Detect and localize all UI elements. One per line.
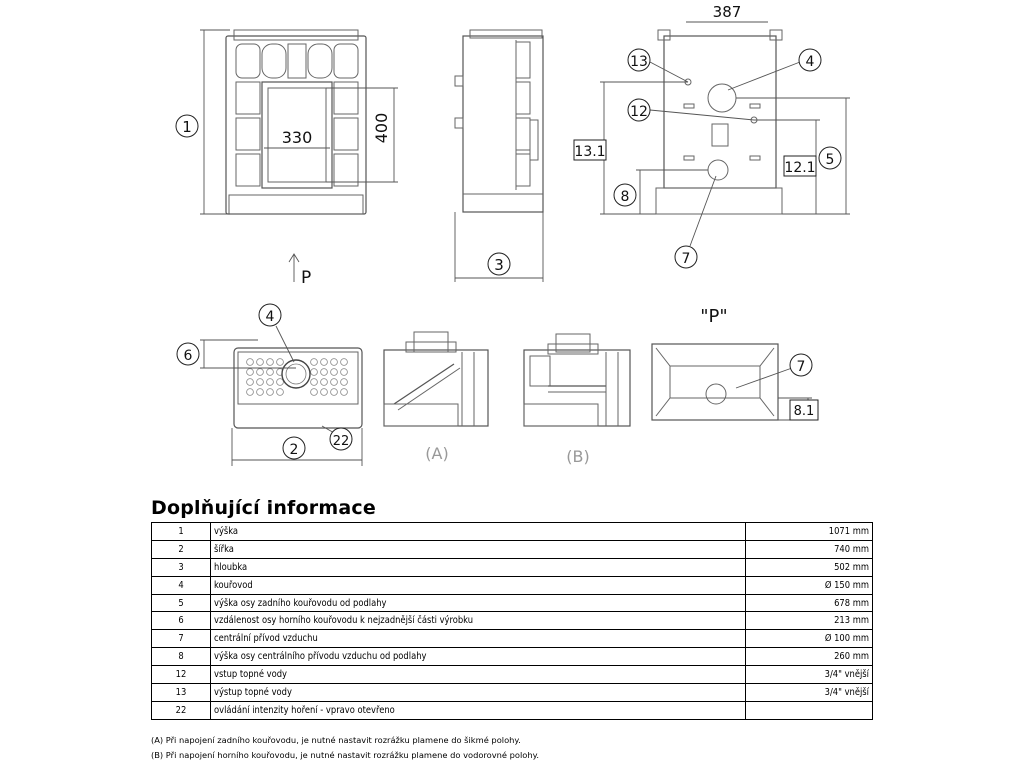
row-description: šířka <box>210 539 746 559</box>
label-section-a: (A) <box>425 444 448 463</box>
label-12-1: 12.1 <box>784 160 815 176</box>
label-13: 13 <box>630 54 648 70</box>
row-value: 740 mm <box>745 539 873 559</box>
label-12: 12 <box>630 104 648 120</box>
label-view-p: "P" <box>700 306 727 327</box>
row-number: 13 <box>151 683 211 702</box>
note-a: (A) Při napojení zadního kouřovodu, je n… <box>151 735 521 745</box>
row-description: kouřovod <box>210 575 746 595</box>
section-b: (B) <box>523 333 631 466</box>
label-1: 1 <box>182 118 192 136</box>
label-p-8-1: 8.1 <box>794 404 815 419</box>
row-value: 1071 mm <box>745 522 873 541</box>
row-description: výška osy centrálního přívodu vzduchu od… <box>210 647 746 667</box>
label-4: 4 <box>806 54 815 70</box>
row-number: 3 <box>151 557 211 577</box>
label-3: 3 <box>494 256 504 274</box>
row-description: výška <box>210 522 746 541</box>
label-22: 22 <box>333 434 350 449</box>
label-387: 387 <box>713 3 742 21</box>
row-number: 4 <box>151 575 211 595</box>
note-b: (B) Při napojení horního kouřovodu, je n… <box>151 749 539 760</box>
plan-view: 4 6 2 22 <box>176 303 363 466</box>
info-title: Doplňující informace <box>151 497 376 519</box>
row-description: centrální přívod vzduchu <box>210 629 746 649</box>
notes: (A) Při napojení zadního kouřovodu, je n… <box>151 733 539 763</box>
row-value: 260 mm <box>745 647 873 667</box>
label-p-7: 7 <box>797 359 806 375</box>
side-view: 3 <box>454 29 544 282</box>
label-5: 5 <box>826 152 835 168</box>
label-13-1: 13.1 <box>574 144 605 160</box>
view-p: "P" 7 8.1 <box>651 306 819 421</box>
row-number: 7 <box>151 629 211 649</box>
row-value: Ø 150 mm <box>745 575 873 595</box>
row-description: vstup topné vody <box>210 665 746 685</box>
row-value: 3/4" vnější <box>745 665 873 685</box>
rear-view: 387 13 4 12 13.1 8 12.1 5 7 <box>573 3 850 269</box>
label-330: 330 <box>282 128 313 147</box>
label-section-b: (B) <box>566 447 589 466</box>
row-number: 2 <box>151 539 211 559</box>
row-number: 22 <box>151 700 211 720</box>
label-plan-4: 4 <box>266 309 275 325</box>
label-p-arrow: P <box>301 268 311 288</box>
row-number: 1 <box>151 522 211 541</box>
label-8: 8 <box>621 189 630 205</box>
label-7: 7 <box>682 251 691 267</box>
row-description: výstup topné vody <box>210 683 746 702</box>
row-number: 12 <box>151 665 211 685</box>
row-description: vzdálenost osy horního kouřovodu k nejza… <box>210 611 746 631</box>
row-number: 5 <box>151 593 211 613</box>
row-description: výška osy zadního kouřovodu od podlahy <box>210 593 746 613</box>
row-value <box>745 700 873 720</box>
section-a: (A) <box>383 331 489 463</box>
row-number: 8 <box>151 647 211 667</box>
row-description: ovládání intenzity hoření - vpravo otevř… <box>210 700 746 720</box>
row-value: Ø 100 mm <box>745 629 873 649</box>
row-value: 502 mm <box>745 557 873 577</box>
row-description: hloubka <box>210 557 746 577</box>
label-400: 400 <box>372 113 391 144</box>
technical-drawing: 1 330 400 P 3 <box>175 3 850 466</box>
row-value: 213 mm <box>745 611 873 631</box>
label-2: 2 <box>290 442 299 458</box>
row-value: 678 mm <box>745 593 873 613</box>
label-6: 6 <box>184 348 193 364</box>
front-view: 1 330 400 P <box>175 29 398 288</box>
row-number: 6 <box>151 611 211 631</box>
row-value: 3/4" vnější <box>745 683 873 702</box>
